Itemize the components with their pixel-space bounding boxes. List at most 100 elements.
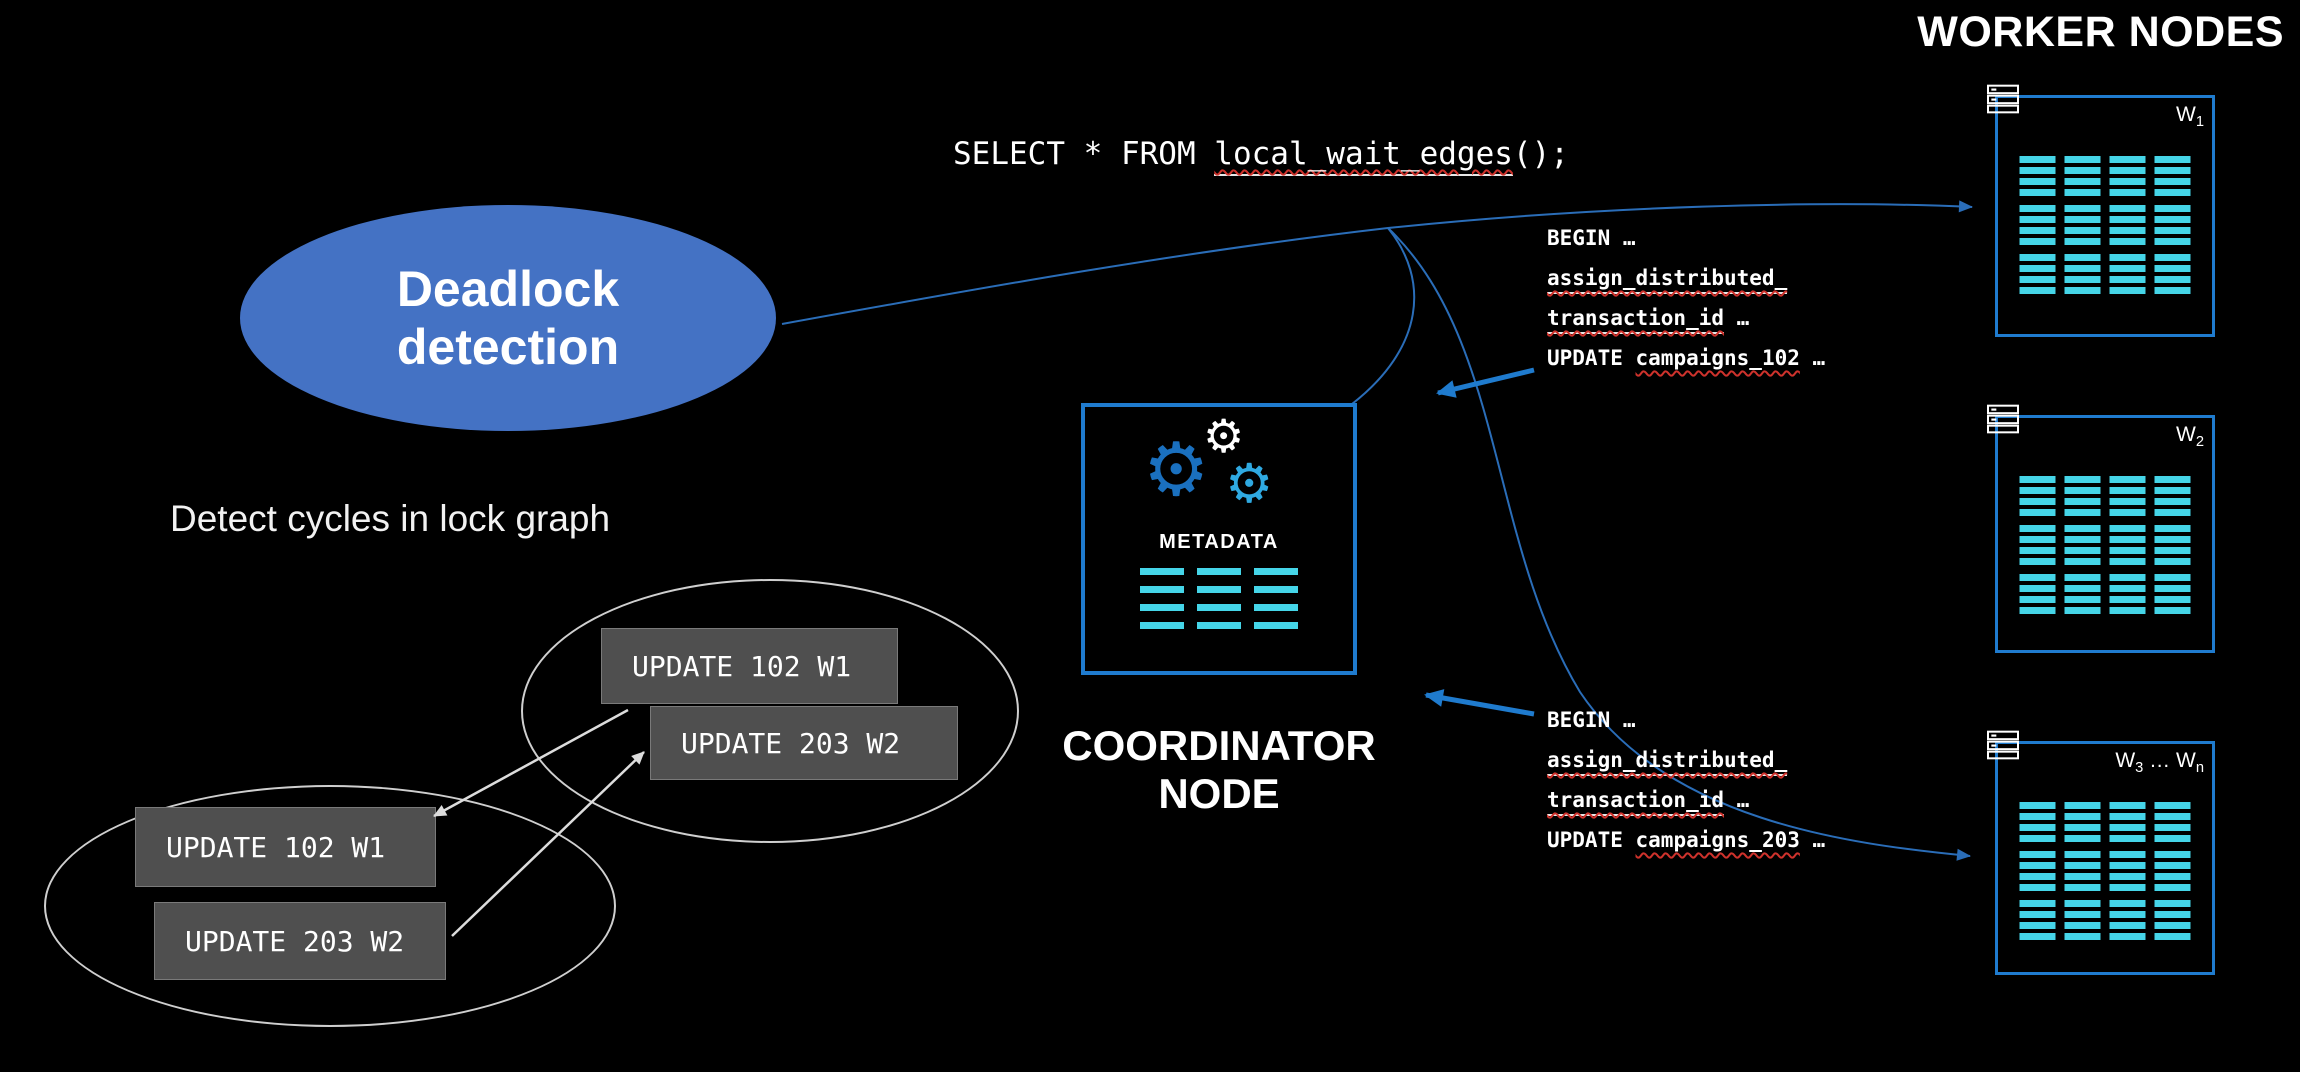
table-row-bar [2064,525,2101,532]
table-row-bar [2109,525,2146,532]
server-icon [1987,84,2019,114]
coordinator-title-line1: COORDINATOR [1062,722,1376,769]
shard-tables-icon-grid [2019,802,2191,940]
table-row-bar [2064,851,2101,858]
table-row-bar [2109,205,2146,212]
table-shard-icon [2109,851,2146,891]
table-row-bar [2019,227,2056,234]
table-row-bar [2064,476,2101,483]
tx-line-assign: assign_distributed_ [1547,740,1825,780]
table-row-bar [2019,596,2056,603]
table-row-bar [2109,238,2146,245]
table-row-bar [2154,205,2191,212]
table-shard-icon [1254,622,1298,629]
table-row-bar [2154,498,2191,505]
table-row-bar [2064,911,2101,918]
table-row-bar [2109,509,2146,516]
table-row-bar [2064,487,2101,494]
gear-icon: ⚙ [1143,428,1210,511]
table-row-bar [2019,178,2056,185]
table-row-bar [1254,586,1298,593]
table-row-bar [2019,824,2056,831]
table-row-bar [2064,824,2101,831]
table-row-bar [2109,596,2146,603]
table-shard-icon [2064,802,2101,842]
tx-line-update: UPDATE campaigns_203 … [1547,828,1826,852]
table-row-bar [2019,189,2056,196]
table-shard-icon [1140,622,1184,629]
table-row-bar [2064,509,2101,516]
table-row-bar [2154,536,2191,543]
table-row-bar [2019,476,2056,483]
sql-function: local_wait_edges [1214,136,1513,172]
table-row-bar [2154,585,2191,592]
table-row-bar [2154,525,2191,532]
table-shard-icon [2019,525,2056,565]
table-row-bar [1197,604,1241,611]
tx-line-transaction-id: transaction_id … [1547,780,1825,820]
table-row-bar [2109,227,2146,234]
lock-box-bottom-update-203: UPDATE 203 W2 [154,902,446,980]
worker-node-w2: W2 [1987,404,2215,653]
table-shard-icon [1140,604,1184,611]
worker-label-w1: W1 [2176,103,2204,131]
table-row-bar [1140,622,1184,629]
tx-line-begin: BEGIN … [1547,226,1636,250]
table-shard-icon [2154,802,2191,842]
table-row-bar [2154,189,2191,196]
table-row-bar [2019,900,2056,907]
table-shard-icon [2019,476,2056,516]
table-shard-icon [2064,900,2101,940]
table-row-bar [2064,862,2101,869]
table-row-bar [2109,265,2146,272]
table-row-bar [2154,900,2191,907]
table-row-bar [2064,227,2101,234]
table-row-bar [2109,287,2146,294]
table-shard-icon [2154,156,2191,196]
table-row-bar [2019,276,2056,283]
table-row-bar [2154,547,2191,554]
table-shard-icon [2064,205,2101,245]
metadata-label: METADATA [1159,531,1279,553]
table-row-bar [2109,574,2146,581]
tx-line-update: UPDATE campaigns_102 … [1547,346,1826,370]
table-row-bar [2154,574,2191,581]
table-shard-icon [2019,900,2056,940]
table-row-bar [2019,835,2056,842]
table-row-bar [2109,476,2146,483]
table-row-bar [2109,835,2146,842]
shard-tables-icon-grid [2019,156,2191,294]
table-shard-icon [2064,156,2101,196]
table-row-bar [2109,813,2146,820]
table-row-bar [2019,167,2056,174]
worker-label-w2: W2 [2176,423,2204,451]
connector-fork-to-coordinator [1351,227,1416,405]
table-row-bar [2154,167,2191,174]
table-row-bar [2064,276,2101,283]
tx-line-begin: BEGIN … [1547,708,1636,732]
table-shard-icon [1197,568,1241,575]
table-shard-icon [2019,574,2056,614]
table-row-bar [2154,156,2191,163]
gears-icon: ⚙ ⚙ ⚙ [1139,413,1299,529]
table-row-bar [2019,802,2056,809]
table-row-bar [2154,933,2191,940]
table-shard-icon [2109,254,2146,294]
table-row-bar [2019,238,2056,245]
table-row-bar [2109,487,2146,494]
sql-suffix: (); [1512,136,1569,172]
table-row-bar [2064,922,2101,929]
table-row-bar [2154,824,2191,831]
table-row-bar [2109,911,2146,918]
table-row-bar [2154,476,2191,483]
table-row-bar [2019,265,2056,272]
deadlock-title-line2: detection [396,319,620,375]
table-shard-icon [2109,205,2146,245]
table-row-bar [2064,835,2101,842]
table-row-bar [2109,558,2146,565]
transaction-block-102: BEGIN … assign_distributed_ transaction_… [1547,218,1825,378]
table-row-bar [2064,813,2101,820]
table-row-bar [2019,585,2056,592]
coordinator-node-box: ⚙ ⚙ ⚙ METADATA [1081,403,1357,675]
table-row-bar [2019,205,2056,212]
